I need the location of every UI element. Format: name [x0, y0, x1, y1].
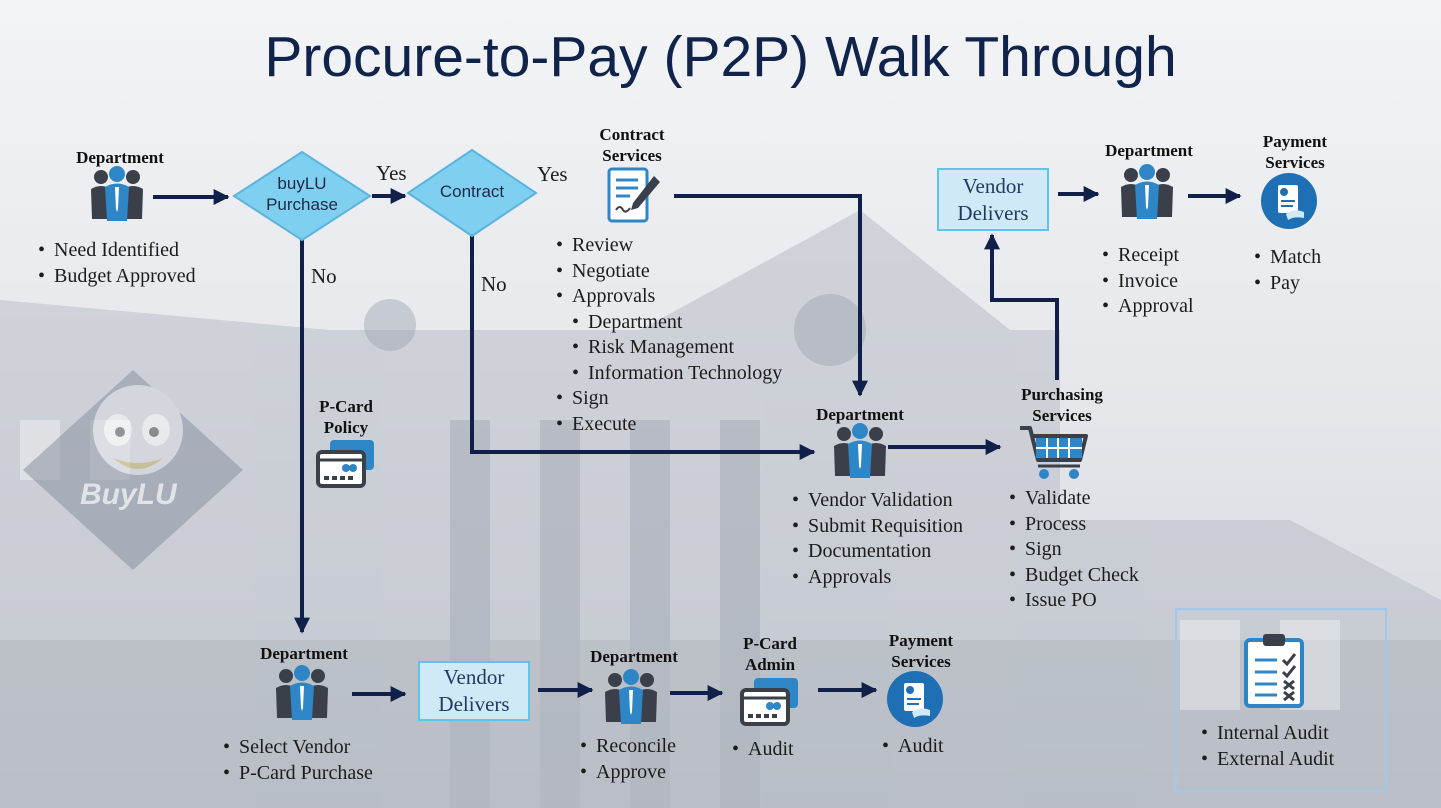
audit-box: Internal Audit External Audit	[1175, 608, 1387, 792]
purchasing-services-label: Purchasing Services	[1021, 385, 1103, 425]
contract-decision-text: Contract	[439, 182, 505, 201]
department-bottom-2-bullets: Reconcile Approve	[580, 734, 676, 785]
bullet: Sign	[556, 386, 782, 412]
buylu-decision-text: buyLU Purchase	[266, 174, 338, 214]
bullet: Process	[1009, 512, 1139, 538]
pcard-admin-label: P-Card Admin	[743, 634, 797, 674]
contract-decision: Contract	[406, 148, 538, 238]
credit-card-icon	[740, 676, 800, 733]
credit-card-icon	[316, 438, 376, 495]
buylu-logo: BuyLU	[18, 360, 248, 580]
sub-bullet: Information Technology	[556, 361, 782, 387]
pcard-admin-bullets: Audit	[732, 737, 794, 763]
bullet: External Audit	[1201, 747, 1334, 773]
document-pen-icon	[606, 166, 662, 229]
department-label-middle: Department	[816, 405, 904, 424]
bullet: Vendor Validation	[792, 488, 963, 514]
bullet: Audit	[732, 737, 794, 763]
logo-text: BuyLU	[80, 478, 177, 511]
bullet: Negotiate	[556, 259, 782, 285]
bullet: Need Identified	[38, 238, 196, 264]
bullet: Invoice	[1102, 269, 1194, 295]
people-icon	[833, 422, 887, 483]
department-middle-bullets: Vendor Validation Submit Requisition Doc…	[792, 488, 963, 590]
bullet: Audit	[882, 734, 944, 760]
department-label-bottom-2: Department	[590, 647, 678, 666]
bullet: Reconcile	[580, 734, 676, 760]
bullet: Budget Check	[1009, 563, 1139, 589]
arrow-contract-yes	[674, 194, 868, 397]
arrow-contract-no	[470, 236, 816, 460]
bullet: Execute	[556, 412, 782, 438]
bullet: Review	[556, 233, 782, 259]
bullet: Approvals	[556, 284, 782, 310]
bullet: Receipt	[1102, 243, 1194, 269]
buylu-no-label: No	[311, 264, 337, 288]
vendor-delivers-box-bottom: Vendor Delivers	[418, 661, 530, 721]
contract-no-label: No	[481, 272, 507, 296]
buylu-purchase-decision: buyLU Purchase	[232, 150, 372, 242]
sub-bullet: Department	[556, 310, 782, 336]
shopping-cart-icon	[1018, 424, 1090, 485]
bullet: Submit Requisition	[792, 514, 963, 540]
people-icon	[1120, 163, 1174, 224]
bullet: Issue PO	[1009, 588, 1139, 614]
sub-bullet: Risk Management	[556, 335, 782, 361]
department-label-bottom-1: Department	[260, 644, 348, 663]
payment-services-label-top: Payment Services	[1262, 132, 1328, 172]
department-bullets: Need Identified Budget Approved	[38, 238, 196, 289]
people-icon	[604, 668, 658, 729]
department-label-top-right: Department	[1105, 141, 1193, 160]
department-bottom-1-bullets: Select Vendor P-Card Purchase	[223, 735, 373, 786]
bullet: Match	[1254, 245, 1321, 271]
department-label: Department	[76, 148, 164, 167]
bullet: Approval	[1102, 294, 1194, 320]
payment-services-label-bottom: Payment Services	[888, 631, 954, 671]
bullet: Budget Approved	[38, 264, 196, 290]
bullet: Select Vendor	[223, 735, 373, 761]
buylu-yes-label: Yes	[376, 161, 407, 185]
purchasing-bullets: Validate Process Sign Budget Check Issue…	[1009, 486, 1139, 614]
payment-bottom-bullets: Audit	[882, 734, 944, 760]
audit-bullets: Internal Audit External Audit	[1201, 721, 1334, 772]
bullet: Approve	[580, 760, 676, 786]
bullet: Validate	[1009, 486, 1139, 512]
bullet: Documentation	[792, 539, 963, 565]
payment-document-icon	[886, 670, 944, 733]
department-top-right-bullets: Receipt Invoice Approval	[1102, 243, 1194, 320]
page-title: Procure-to-Pay (P2P) Walk Through	[264, 25, 1177, 89]
vendor-delivers-box-top: Vendor Delivers	[937, 168, 1049, 231]
contract-bullets: Review Negotiate Approvals Department Ri…	[556, 233, 782, 437]
bullet: Internal Audit	[1201, 721, 1334, 747]
pcard-policy-label: P-Card Policy	[319, 397, 373, 437]
payment-top-bullets: Match Pay	[1254, 245, 1321, 296]
bullet: Sign	[1009, 537, 1139, 563]
bullet: Pay	[1254, 271, 1321, 297]
bullet: P-Card Purchase	[223, 761, 373, 787]
arrow-purchasing-to-vendor	[984, 233, 1059, 380]
people-icon	[275, 664, 329, 725]
bullet: Approvals	[792, 565, 963, 591]
payment-document-icon	[1260, 172, 1318, 235]
contract-services-label: Contract Services	[599, 125, 665, 165]
contract-yes-label: Yes	[537, 162, 568, 186]
clipboard-checklist-icon	[1243, 632, 1305, 713]
people-icon	[90, 165, 144, 226]
